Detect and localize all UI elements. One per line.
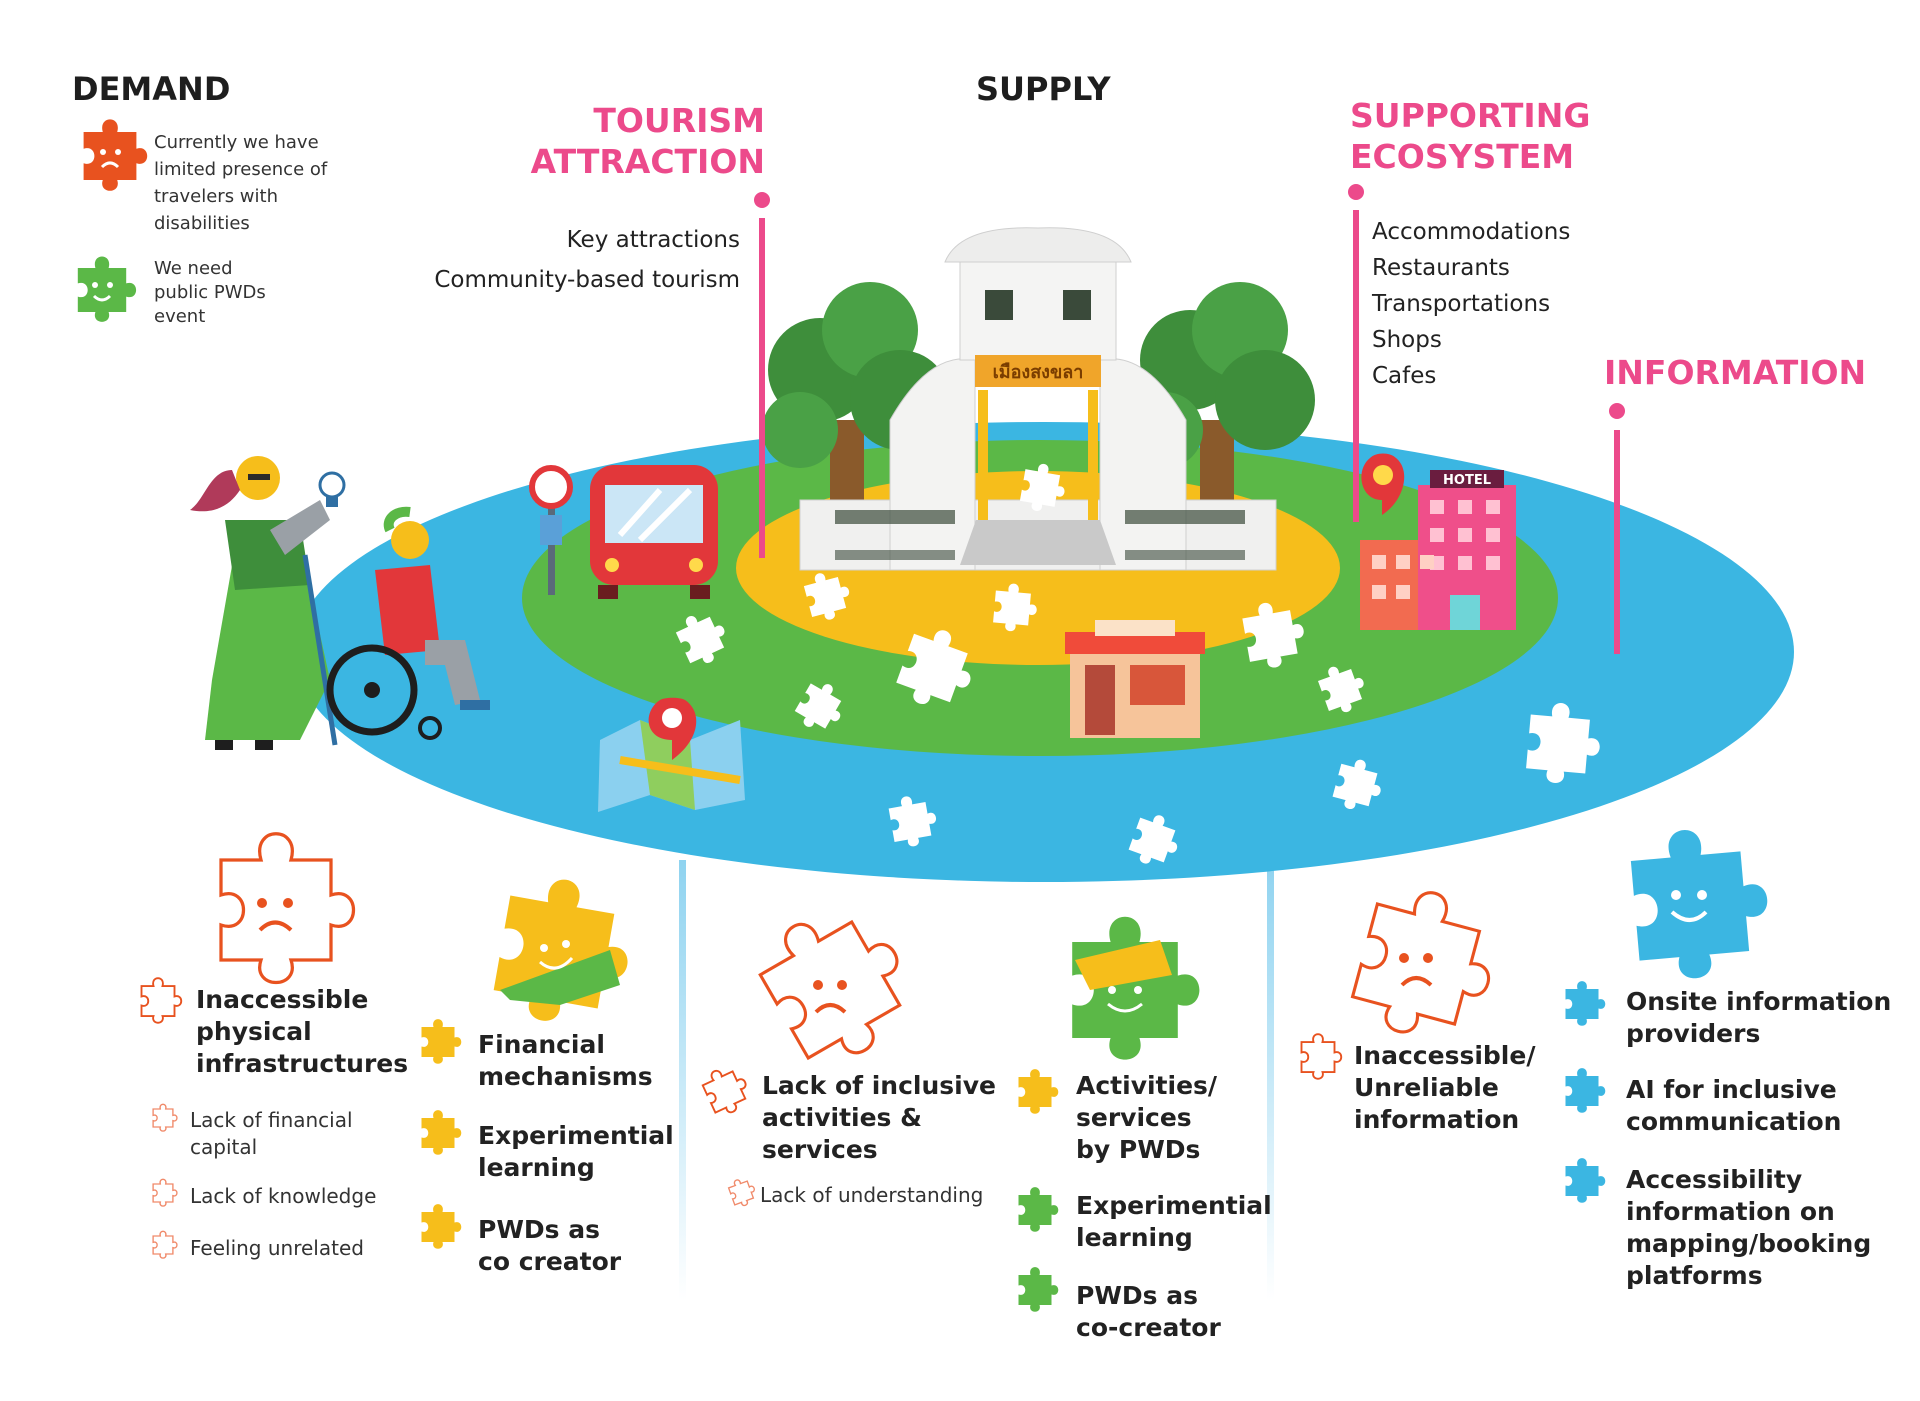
bus-stop-sign bbox=[529, 465, 573, 595]
col5-sad-outline-puzzle-icon bbox=[1345, 878, 1509, 1053]
lightbulb-icon bbox=[318, 471, 346, 507]
col5-line: Unreliable bbox=[1354, 1073, 1499, 1102]
person-standing-with-cane bbox=[190, 456, 338, 750]
col4-line: learning bbox=[1076, 1223, 1193, 1252]
tourism-item-community-based: Community-based tourism bbox=[434, 267, 740, 293]
shop-building bbox=[1065, 620, 1205, 738]
tourism-attraction-heading: TOURISM ATTRACTION bbox=[530, 100, 765, 182]
bus bbox=[590, 465, 718, 599]
col6-item-accessibility: Accessibility information on mapping/boo… bbox=[1626, 1164, 1871, 1292]
legend-orange-text: Currently we have limited presence of tr… bbox=[154, 132, 328, 234]
col6-line: communication bbox=[1626, 1107, 1842, 1136]
col3-main-item: Lack of inclusive activities & services bbox=[762, 1070, 996, 1166]
col6-item-onsite: Onsite information providers bbox=[1626, 986, 1891, 1050]
col4-green-yellow-puzzle-icon bbox=[1072, 916, 1200, 1060]
legend-orange-sad-puzzle-icon bbox=[83, 119, 148, 191]
stem-left bbox=[679, 860, 686, 1300]
col1-sub-line: Lack of financial bbox=[190, 1108, 353, 1132]
col2-item-experimential: Experimential learning bbox=[478, 1120, 674, 1184]
tourism-item-key-attractions: Key attractions bbox=[566, 227, 740, 253]
ecosystem-item: Restaurants bbox=[1372, 255, 1510, 281]
hotel-sign: HOTEL bbox=[1443, 473, 1491, 488]
col2-item-co-creator: PWDs as co creator bbox=[478, 1214, 621, 1278]
col1-sub-lack-knowledge: Lack of knowledge bbox=[190, 1184, 377, 1208]
col6-line: Onsite information bbox=[1626, 987, 1892, 1016]
information-pin-line bbox=[1609, 403, 1625, 654]
col4-item-activities: Activities/ services by PWDs bbox=[1076, 1070, 1217, 1166]
information-heading: INFORMATION bbox=[1604, 353, 1867, 392]
ecosystem-pin-line bbox=[1348, 184, 1364, 522]
col2-line: Experimential bbox=[478, 1121, 674, 1150]
col2-line: mechanisms bbox=[478, 1062, 653, 1091]
ecosystem-heading-line1: SUPPORTING bbox=[1350, 96, 1591, 135]
col4-line: Activities/ bbox=[1076, 1071, 1218, 1100]
col3-sad-outline-puzzle-icon bbox=[746, 887, 931, 1079]
demand-heading: DEMAND bbox=[72, 70, 231, 108]
col4-item-co-creator: PWDs as co-creator bbox=[1076, 1280, 1221, 1344]
col1-sub-feeling-unrelated: Feeling unrelated bbox=[190, 1236, 364, 1260]
col5-main-item: Inaccessible/ Unreliable information bbox=[1354, 1040, 1535, 1136]
col6-blue-happy-puzzle-icon bbox=[1628, 823, 1774, 984]
ecosystem-item: Shops bbox=[1372, 327, 1442, 353]
col4-line: Experimential bbox=[1076, 1191, 1272, 1220]
col6-line: Accessibility bbox=[1626, 1165, 1803, 1194]
col6-line: providers bbox=[1626, 1019, 1761, 1048]
col6-line: mapping/booking bbox=[1626, 1229, 1872, 1258]
tourism-heading-line2: ATTRACTION bbox=[530, 142, 765, 181]
ecosystem-item: Transportations bbox=[1372, 291, 1551, 317]
col1-main-line: Inaccessible bbox=[196, 985, 369, 1014]
ecosystem-item: Cafes bbox=[1372, 363, 1437, 389]
gate-sign: เมืองสงขลา bbox=[993, 362, 1084, 383]
col3-line: activities & bbox=[762, 1103, 922, 1132]
col3-line: services bbox=[762, 1135, 878, 1164]
col6-item-ai: AI for inclusive communication bbox=[1626, 1074, 1841, 1138]
ecosystem-heading-line2: ECOSYSTEM bbox=[1350, 137, 1575, 176]
col4-line: services bbox=[1076, 1103, 1192, 1132]
col1-main-line: infrastructures bbox=[196, 1049, 409, 1078]
col1-main-line: physical bbox=[196, 1017, 312, 1046]
hotel-building bbox=[1360, 453, 1516, 630]
col5-line: Inaccessible/ bbox=[1354, 1041, 1536, 1070]
col6-line: information on bbox=[1626, 1197, 1835, 1226]
col1-sub-lack-financial: Lack of financial capital bbox=[190, 1107, 353, 1161]
col1-sad-outline-puzzle-icon bbox=[219, 832, 356, 985]
tourism-heading-line1: TOURISM bbox=[593, 101, 765, 140]
col2-line: learning bbox=[478, 1153, 595, 1182]
ecosystem-item: Accommodations bbox=[1372, 219, 1571, 245]
col4-item-experimential: Experimential learning bbox=[1076, 1190, 1272, 1254]
col1-main-item: Inaccessible physical infrastructures bbox=[196, 984, 408, 1080]
col2-yellow-green-puzzle-icon bbox=[489, 870, 640, 1034]
col4-line: by PWDs bbox=[1076, 1135, 1201, 1164]
map-with-pin bbox=[598, 697, 745, 812]
supporting-ecosystem-heading: SUPPORTING ECOSYSTEM bbox=[1350, 95, 1590, 177]
supply-heading: SUPPLY bbox=[976, 70, 1111, 108]
col3-sub-lack-understanding: Lack of understanding bbox=[760, 1183, 984, 1207]
stem-right bbox=[1267, 860, 1274, 1300]
tourism-pin-line bbox=[754, 192, 770, 558]
col5-line: information bbox=[1354, 1105, 1520, 1134]
col6-line: platforms bbox=[1626, 1261, 1763, 1290]
col2-line: Financial bbox=[478, 1030, 605, 1059]
tourism-items-list: Key attractions Community-based tourism bbox=[420, 220, 740, 300]
col2-line: PWDs as bbox=[478, 1215, 600, 1244]
col2-item-financial: Financial mechanisms bbox=[478, 1029, 653, 1093]
col6-line: AI for inclusive bbox=[1626, 1075, 1837, 1104]
legend-green-text: We need public PWDs event bbox=[154, 258, 266, 327]
city-gate bbox=[799, 227, 1277, 571]
col4-line: PWDs as bbox=[1076, 1281, 1198, 1310]
legend-green-happy-puzzle-icon bbox=[77, 256, 137, 322]
col3-line: Lack of inclusive bbox=[762, 1071, 996, 1100]
ecosystem-items-list: Accommodations Restaurants Transportatio… bbox=[1372, 214, 1570, 394]
col2-line: co creator bbox=[478, 1247, 622, 1276]
person-in-wheelchair bbox=[326, 506, 490, 740]
col1-sub-line: capital bbox=[190, 1135, 258, 1159]
col4-line: co-creator bbox=[1076, 1313, 1221, 1342]
